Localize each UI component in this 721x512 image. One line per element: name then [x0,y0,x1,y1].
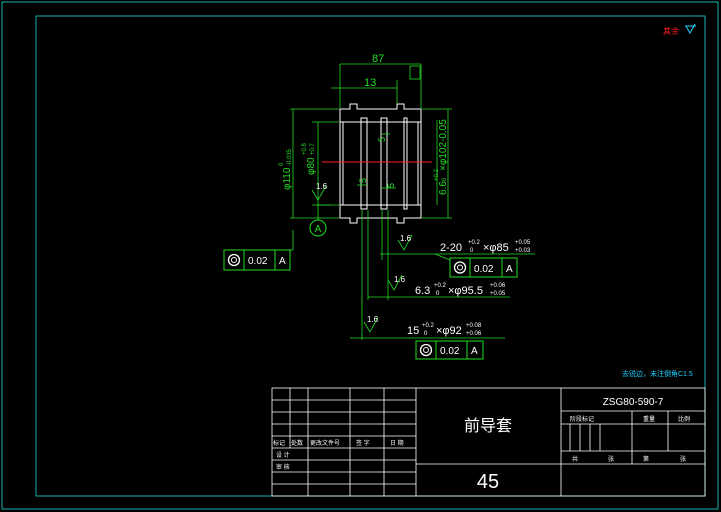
groove3-fcf-tol: 0.02 [440,346,460,357]
label-scale: 比例 [678,415,690,423]
concentricity-inner-icon [231,257,237,263]
groove3-main: 15 [407,325,419,337]
groove3-tol-up: +0.2 [422,323,435,329]
groove3-rough: 1.6 [367,315,379,324]
groove1-tol-lo: 0 [470,248,474,254]
groove3-dia-lo: +0.06 [466,331,482,337]
label-change-doc: 更改文件号 [310,439,340,447]
dim-phi110-tol-up: 0 [279,162,285,166]
groove1-main: 2-20 [440,242,462,254]
dim-phi110-group: φ110 0 -0.035 [279,148,293,190]
groove1-rough: 1.6 [400,234,412,243]
groove1-dia: ×φ85 [483,242,509,254]
dim-right-vertical-rest: ×φ102-0.05 [438,119,449,171]
dim-phi110-tol: -0.035 [287,148,293,166]
label-sheet: 张 [608,455,614,463]
groove2-dia: ×φ95.5 [448,285,483,297]
rough-left: 1.6 [316,182,328,191]
fcf-left-tol: 0.02 [248,256,268,267]
groove3-callout: 1.6 15 +0.2 0 ×φ92 +0.08 +0.06 0.02 A [367,315,484,360]
part-name: 前导套 [464,417,512,435]
groove3-dia-up: +0.08 [466,323,482,329]
label-weight: 重量 [643,415,655,423]
groove1-callout: 1.6 2-20 +0.2 0 ×φ85 +0.05 +0.03 0.02 A [400,234,531,278]
dim-5-mid-group: 5 [358,178,368,183]
groove1-dia-up: +0.05 [515,240,531,246]
label-sign: 签 字 [356,439,370,447]
datum-a-label: A [315,224,322,235]
material: 45 [477,471,499,493]
groove3-tol-lo: 0 [424,331,428,337]
dim-phi110: φ110 [282,167,293,190]
part-section [339,103,422,224]
groove2-tol-up: +0.2 [434,283,447,289]
label-date: 日 期 [390,439,404,447]
groove2-dia-up: +0.06 [490,283,506,289]
dim-phi80-tol-up: +0.8 [302,142,308,155]
concentricity-icon [419,343,433,357]
fcf-left-datum: A [279,256,286,267]
title-block-grid [271,387,706,497]
groove1-fcf-tol: 0.02 [474,264,494,275]
drawing-note: 去锐边，未注倒角C1.5 [622,369,693,378]
groove3-dia: ×φ92 [436,325,462,337]
concentricity-icon [227,253,241,267]
label-count: 处数 [291,439,303,447]
dimension-lines [289,63,535,340]
groove3-fcf-datum: A [471,346,478,357]
dim-5-right-group: 5 [386,183,396,188]
datum-a-circle [309,219,327,237]
groove1-tol-up: +0.2 [468,240,481,246]
fcf-left: 0.02 A [223,249,291,271]
dim-overall-length: 87 [372,53,384,65]
groove1-fcf-datum: A [506,264,513,275]
label-check: 审 核 [276,463,290,471]
dim-13: 13 [364,77,376,89]
groove2-rough: 1.6 [394,275,406,284]
groove2-dia-lo: +0.05 [490,291,506,297]
dim-phi80-tol-lo: +0.7 [310,142,316,155]
dim-5-top-group: 5 [377,137,387,142]
dim-right-vertical: 6.6 [438,181,449,195]
label-mark: 标记 [273,439,285,447]
roughness-symbol-icon [685,23,696,35]
concentricity-inner-icon [423,347,429,353]
label-total: 共 [572,455,578,463]
groove2-callout: 1.6 6.3 +0.2 0 ×φ95.5 +0.06 +0.05 [394,275,506,297]
dim-right-tol-up: +0.2 [434,168,440,181]
dim-right-tol-lo: 0 [442,177,448,181]
label-stage-mark: 阶段标记 [570,415,594,423]
label-sheet2: 张 [680,455,686,463]
groove2-tol-lo: 0 [436,291,440,297]
label-design: 设 计 [276,451,290,459]
corner-mark-text: 其余 [663,26,679,36]
concentricity-inner-icon [457,264,463,271]
dim-phi80: φ80 [306,157,317,175]
dim-5-mid: 5 [358,178,368,183]
dim-right-group: 6.6 +0.2 0 ×φ102-0.05 [434,119,449,195]
dim-5-top: 5 [377,137,387,142]
dim-5-right: 5 [386,183,396,188]
drawing-number: ZSG80-590-7 [603,397,664,408]
concentricity-icon [453,261,467,274]
label-page: 第 [643,455,649,463]
groove1-dia-lo: +0.03 [515,248,531,254]
dim-phi80-group: φ80 +0.8 +0.7 [302,142,317,175]
groove2-main: 6.3 [415,285,430,297]
